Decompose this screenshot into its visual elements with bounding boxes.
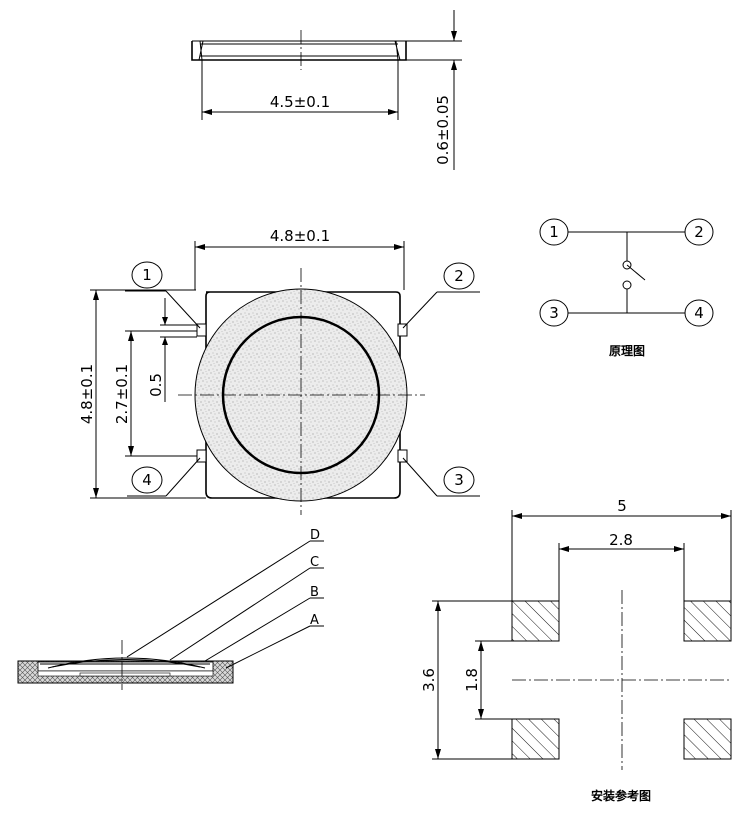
pin-1-number: 1	[142, 266, 152, 284]
side-width-dimension: 4.5±0.1	[201, 60, 399, 120]
layer-label-D: D	[310, 528, 320, 543]
pad-bottom-right	[683, 718, 732, 760]
side-view-body	[191, 40, 407, 61]
pin-spacing-dimension: 2.7±0.1	[113, 330, 197, 457]
footprint-inner-width-label: 2.8	[609, 531, 633, 549]
top-height-dimension: 4.8±0.1	[78, 289, 206, 499]
schematic: 1 2 3 4 原理图	[539, 218, 714, 358]
switch-contact-top	[622, 260, 632, 270]
footprint-outer-height-label: 3.6	[420, 668, 438, 692]
footprint-inner-width-dimension: 2.8	[558, 531, 685, 601]
top-width-label: 4.8±0.1	[270, 227, 330, 245]
switch-lever	[626, 264, 646, 281]
footprint-outer-width-label: 5	[617, 497, 627, 515]
top-width-dimension: 4.8±0.1	[194, 227, 405, 290]
top-view: 4.8±0.1 4.8±0.1 2.7±0.1 0.5	[78, 227, 480, 515]
pin-width-dimension: 0.5	[147, 298, 197, 402]
pad-bottom-left	[511, 718, 560, 760]
pin-3-number: 3	[454, 471, 464, 489]
pad-top-right	[683, 600, 732, 642]
footprint-inner-height-label: 1.8	[463, 668, 481, 692]
layer-label-A: A	[310, 613, 319, 628]
terminal-3	[397, 449, 408, 463]
side-height-label: 0.6±0.05	[434, 95, 452, 165]
cross-section-cavity	[37, 661, 214, 672]
pin-width-label: 0.5	[147, 373, 165, 397]
pin-callout-4: 4	[127, 457, 201, 497]
schematic-pin-2: 2	[694, 223, 704, 241]
leader-D	[126, 540, 311, 658]
schematic-pin-1: 1	[549, 223, 559, 241]
pin-spacing-label: 2.7±0.1	[113, 364, 131, 424]
side-view: 4.5±0.1 0.6±0.05	[191, 10, 462, 170]
footprint-outer-height-dimension: 3.6	[420, 600, 512, 760]
leader-C	[169, 567, 311, 661]
layer-label-C: C	[310, 555, 319, 570]
pad-top-left	[511, 600, 560, 642]
side-width-label: 4.5±0.1	[270, 93, 330, 111]
layer-label-B: B	[310, 585, 319, 600]
footprint-title: 安装参考图	[591, 788, 651, 803]
side-height-dimension: 0.6±0.05	[406, 10, 462, 170]
leader-B	[204, 597, 311, 662]
footprint-inner-height-dimension: 1.8	[463, 640, 512, 720]
terminal-1	[196, 323, 207, 337]
leader-A	[225, 625, 311, 669]
footprint: 5 2.8 3.6 1.8 安装参考图	[420, 497, 732, 803]
pin-callout-3: 3	[402, 457, 480, 497]
switch-contact-bottom	[622, 280, 632, 290]
pin-callout-2: 2	[402, 262, 480, 329]
footprint-outer-width-dimension: 5	[511, 497, 732, 601]
schematic-pin-3: 3	[549, 304, 559, 322]
pin-2-number: 2	[454, 267, 464, 285]
pin-4-number: 4	[142, 471, 152, 489]
schematic-title: 原理图	[609, 344, 645, 358]
schematic-pin-4: 4	[694, 304, 704, 322]
top-height-label: 4.8±0.1	[78, 364, 96, 424]
cross-section: D C B A	[17, 528, 324, 690]
pin-callout-1: 1	[125, 261, 201, 329]
terminal-2	[397, 323, 408, 337]
